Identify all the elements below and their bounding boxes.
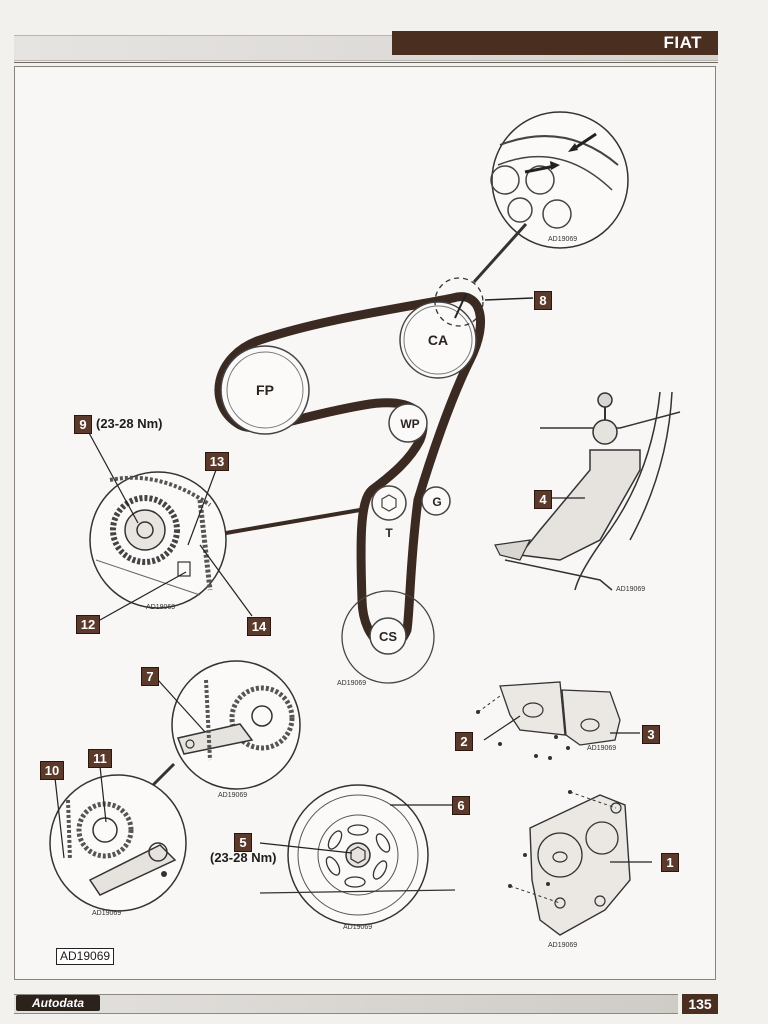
ref-tool-detail: AD19069 xyxy=(218,792,248,799)
leader-8 xyxy=(484,297,534,301)
callout-3: 3 xyxy=(642,725,660,744)
ref-damper-detail: AD19069 xyxy=(343,924,373,931)
upper-cover-view xyxy=(476,681,640,760)
callout-9: 9 xyxy=(74,415,92,434)
pulley-t xyxy=(371,485,407,521)
tool-detail-view xyxy=(146,660,301,792)
figure-reference: AD19069 xyxy=(56,948,115,965)
ref-cover-detail: AD19069 xyxy=(587,745,617,752)
callout-14: 14 xyxy=(247,617,271,636)
leader-14 xyxy=(199,544,253,617)
ref-tensioner-detail: AD19069 xyxy=(146,604,176,611)
timing-belt xyxy=(214,292,486,651)
belt-guide-view xyxy=(494,391,681,591)
cam-detail-view xyxy=(472,111,629,284)
pulley-g xyxy=(421,486,451,516)
pulley-label-fp: FP xyxy=(256,382,274,398)
pulley-label-wp: WP xyxy=(400,417,419,431)
callout-13: 13 xyxy=(205,452,229,471)
autodata-logo: Autodata xyxy=(16,995,100,1011)
torque-tensioner: (23-28 Nm) xyxy=(96,416,163,431)
callout-4: 4 xyxy=(534,490,552,509)
pulley-fp xyxy=(220,345,310,435)
ref-cam-detail: AD19069 xyxy=(548,236,578,243)
callout-5: 5 xyxy=(234,833,252,852)
leader-13 xyxy=(187,469,217,546)
leader-12 xyxy=(99,571,187,621)
callout-11: 11 xyxy=(88,749,112,768)
page-number: 135 xyxy=(682,994,718,1014)
lower-cover-view xyxy=(508,790,652,936)
footer-bar xyxy=(14,994,678,1014)
pulley-label-g: G xyxy=(432,495,441,509)
leader-9 xyxy=(87,430,139,524)
cam-mark-line xyxy=(454,293,467,319)
locking-detail-view xyxy=(49,765,187,912)
ref-belt-layout: AD19069 xyxy=(337,680,367,687)
header-rule xyxy=(14,62,718,63)
callout-2: 2 xyxy=(455,732,473,751)
ref-lower-cover: AD19069 xyxy=(548,942,578,949)
ref-guide-detail: AD19069 xyxy=(616,586,646,593)
callout-1: 1 xyxy=(661,853,679,872)
tensioner-detail-view xyxy=(89,471,361,609)
crankshaft-damper-view xyxy=(259,784,456,926)
callout-7: 7 xyxy=(141,667,159,686)
torque-damper: (23-28 Nm) xyxy=(210,850,277,865)
callout-6: 6 xyxy=(452,796,470,815)
cam-mark-highlight xyxy=(434,277,484,327)
pulley-cs xyxy=(341,590,435,684)
callout-12: 12 xyxy=(76,615,100,634)
callout-10: 10 xyxy=(40,761,64,780)
pulley-wp xyxy=(388,403,428,443)
pulley-label-cs: CS xyxy=(379,629,397,644)
pulley-label-t: T xyxy=(385,526,393,540)
pulley-label-ca: CA xyxy=(428,332,448,348)
brand-title: FIAT xyxy=(392,31,718,55)
callout-8: 8 xyxy=(534,291,552,310)
pulley-ca xyxy=(399,301,477,379)
ref-locking-detail: AD19069 xyxy=(92,910,122,917)
